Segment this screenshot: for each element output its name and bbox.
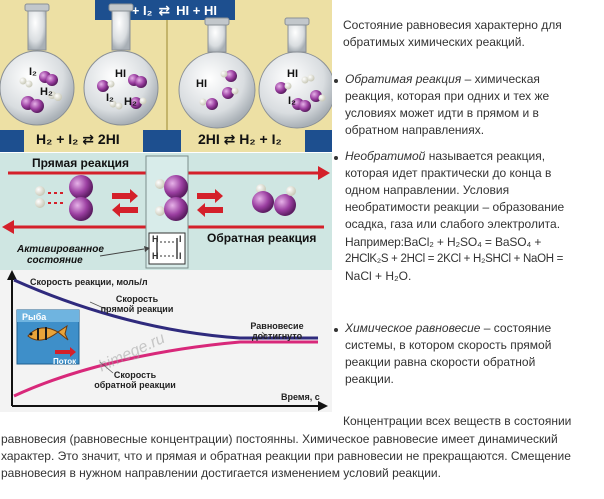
paragraph-line-1: Концентрации всех веществ в состоянии xyxy=(343,414,572,428)
equilibrium-label: Равновесие достигнуто xyxy=(247,321,307,341)
equilibrium-definition-line-1: Химическое равновесие – состояние xyxy=(345,320,551,337)
forward-rate-label-line2: прямой реакции xyxy=(100,304,174,314)
paragraph-line-2: равновесия (равновесные концентрации) по… xyxy=(1,432,558,446)
flask-panel-left xyxy=(0,0,168,152)
paragraph-line-4: равновесия в нужном направлении достигае… xyxy=(1,466,441,480)
reversible-definition-line-3: условиях может идти в прямом и в xyxy=(345,106,539,120)
irreversible-definition-line-3: одном направлении. Условия xyxy=(345,183,510,197)
fish-label: Рыба xyxy=(22,312,47,322)
complex-h-bottom: H xyxy=(152,251,159,261)
top-equation-right: HI + HI xyxy=(176,2,217,18)
reverse-rate-label-line2: обратной реакции xyxy=(94,380,176,390)
intro-line-1: Состояние равновесия характерно для xyxy=(343,18,562,32)
forward-reaction-label: Прямая реакция xyxy=(32,156,129,170)
flasks-svg xyxy=(0,3,332,129)
irreversible-example-line-2: 2HClK₂S + 2HCl = 2KCl + H₂SHCl + NaOH = xyxy=(345,253,564,265)
reversible-definition-line-2: реакция, которая при одних и тех же xyxy=(345,89,550,103)
irreversible-definition-line-1: Необратимой называется реакция, xyxy=(345,148,545,165)
intro-line-2: обратимых химических реакций. xyxy=(343,35,525,49)
center-accent-bar xyxy=(143,130,181,152)
flask-1-label-i2: I₂ xyxy=(29,66,37,78)
flask-2-label-i2: I₂ xyxy=(106,92,114,104)
forward-rate-label: Скорость прямой реакции xyxy=(97,294,177,314)
flask-2 xyxy=(83,3,159,126)
flask-1 xyxy=(0,3,75,126)
bullet-1 xyxy=(334,79,338,83)
irreversible-definition-line-5: осадка, газа или слабого электролита. xyxy=(345,217,561,231)
flask-3-label-hi: HI xyxy=(196,78,207,90)
irreversible-example-line-1: Например:BaCl₂ + H₂SO₄ = BaSO₄ + xyxy=(345,235,542,249)
flask-4-label-i2: I₂ xyxy=(288,95,296,107)
irreversible-line-1-rest: называется реакция, xyxy=(425,149,546,163)
forward-rate-label-line1: Скорость xyxy=(115,294,159,304)
left-reaction-equation: H₂ + I₂ ⇄ 2HI xyxy=(36,131,120,147)
time-axis-label: Время, с xyxy=(281,392,320,402)
reverse-rate-label: Скорость обратной реакции xyxy=(90,370,180,390)
activated-state-label-line2: состояние xyxy=(27,255,83,266)
reaction-svg xyxy=(2,155,330,269)
bullet-3 xyxy=(334,328,338,332)
activated-state-label-line1: Активированное xyxy=(17,244,104,255)
equilibrium-arrows-icon: ⇄ xyxy=(158,1,171,18)
flask-2-label-h2: H₂ xyxy=(124,96,137,108)
reaction-illustration: Прямая реакция Обратная реакция Активиро… xyxy=(0,153,332,270)
complex-h-top: H xyxy=(152,234,159,244)
rate-graph: Скорость реакции, моль/л Скорость прямой… xyxy=(0,270,332,412)
rate-graph-svg xyxy=(7,270,328,411)
flask-4 xyxy=(258,17,332,129)
flask-1-label-h2: H₂ xyxy=(40,86,53,98)
equilibrium-line-1-rest: – состояние xyxy=(480,321,552,335)
reverse-rate-label-line1: Скорость xyxy=(113,370,157,380)
equilibrium-label-line2: достигнуто xyxy=(251,331,303,341)
reversible-line-1-rest: – химическая xyxy=(461,72,540,86)
flask-2-label-hi: HI xyxy=(115,68,126,80)
equilibrium-definition-line-4: реакции. xyxy=(345,372,394,386)
flow-label: Поток xyxy=(53,357,77,366)
reversible-definition-line-1: Обратимая реакция – химическая xyxy=(345,71,540,88)
flask-illustration: H₂ + I₂ ⇄ HI + HI xyxy=(0,0,332,152)
flask-4-label-hi: HI xyxy=(287,68,298,80)
complex-i-top: I xyxy=(179,234,182,244)
equilibrium-definition-line-3: реакции равна скорости обратной xyxy=(345,355,536,369)
equilibrium-definition-line-2: системы, в котором скорость прямой xyxy=(345,338,552,352)
right-reaction-equation: 2HI ⇄ H₂ + I₂ xyxy=(198,131,282,147)
bullet-2 xyxy=(334,156,338,160)
reversible-definition-line-4: обратном направлениях. xyxy=(345,123,485,137)
equilibrium-term: Химическое равновесие xyxy=(345,321,481,335)
irreversible-example-line-3: NaCl + H₂O. xyxy=(345,269,412,283)
irreversible-term: Необратимой xyxy=(345,149,426,163)
irreversible-definition-line-4: необратимости реакции – образование xyxy=(345,200,565,214)
left-accent-bar xyxy=(0,130,24,152)
irreversible-definition-line-2: которая идет практически до конца в xyxy=(345,166,552,180)
reverse-reaction-label: Обратная реакция xyxy=(207,231,317,245)
equilibrium-label-line1: Равновесие xyxy=(250,321,304,331)
complex-i-bottom: I xyxy=(179,251,182,261)
paragraph-line-3: характер. Это значит, что и прямая и обр… xyxy=(1,449,571,463)
rate-axis-label: Скорость реакции, моль/л xyxy=(30,277,148,287)
flask-3 xyxy=(178,17,256,129)
reversible-term: Обратимая реакция xyxy=(345,72,462,86)
right-accent-bar xyxy=(305,130,332,152)
